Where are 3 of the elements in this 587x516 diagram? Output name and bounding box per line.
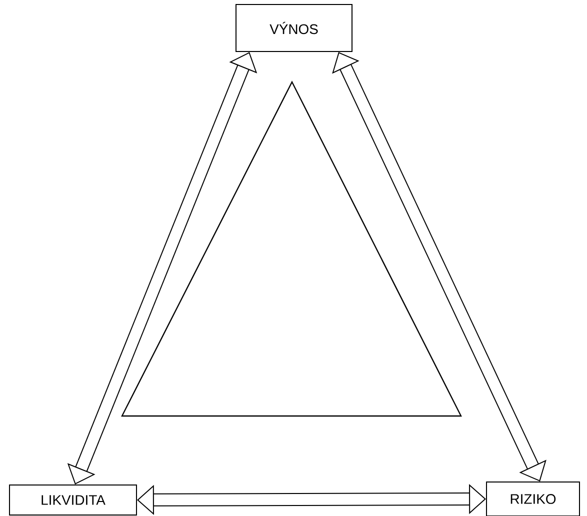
text-box: VÝNOS: [236, 4, 352, 52]
text-box: LIKVIDITA: [9, 484, 137, 516]
double-arrow: [137, 484, 486, 515]
